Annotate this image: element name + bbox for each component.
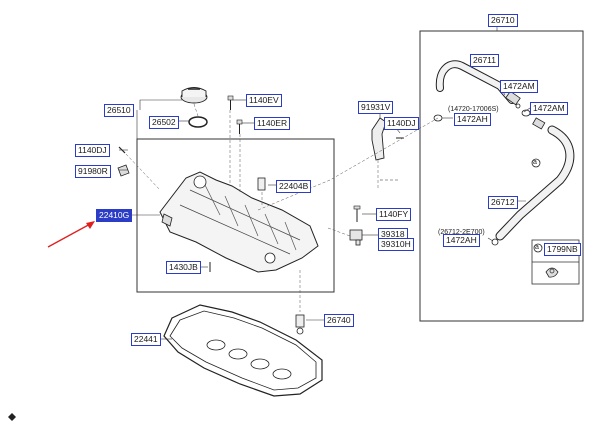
label-26510[interactable]: 26510 xyxy=(104,104,134,117)
label-1472am-right[interactable]: 1472AM xyxy=(530,102,568,115)
label-39310h[interactable]: 39310H xyxy=(378,238,414,251)
label-91931v[interactable]: 91931V xyxy=(358,101,394,114)
rocker-cover xyxy=(159,171,319,273)
label-26502[interactable]: 26502 xyxy=(149,116,179,129)
label-26710[interactable]: 26710 xyxy=(488,14,518,27)
oil-filler-cap xyxy=(180,87,208,104)
hose-clamp-lower xyxy=(491,238,499,246)
label-26712[interactable]: 26712 xyxy=(488,196,518,209)
label-22404b[interactable]: 22404B xyxy=(276,180,312,193)
circle-a-marker-inset xyxy=(533,243,543,253)
cap-gasket xyxy=(188,116,208,128)
cover-group-box xyxy=(136,138,335,293)
label-1472am-upper[interactable]: 1472AM xyxy=(500,80,538,93)
highlight-arrow xyxy=(47,221,95,248)
breather-hose-group-box xyxy=(419,30,584,322)
hose-fitting-upper xyxy=(505,90,521,109)
hose-clamp-right xyxy=(521,109,546,130)
label-26740[interactable]: 26740 xyxy=(324,314,354,327)
label-1799nb[interactable]: 1799NB xyxy=(544,243,581,256)
note-supersede-14720: (14720-17006S) xyxy=(448,106,499,113)
breather-hose-upper xyxy=(435,60,516,104)
sleeve-22404b xyxy=(257,177,266,191)
label-22410g-selected[interactable]: 22410G xyxy=(96,209,133,222)
label-22441[interactable]: 22441 xyxy=(131,333,161,346)
label-26711[interactable]: 26711 xyxy=(470,54,500,67)
label-1140fy[interactable]: 1140FY xyxy=(376,208,412,221)
note-supersede-26712: (26712-2E700) xyxy=(438,229,485,236)
corner-mark-icon xyxy=(8,413,16,421)
label-1140er[interactable]: 1140ER xyxy=(254,117,291,130)
bolt-1140ev xyxy=(227,95,234,110)
rocker-cover-gasket xyxy=(163,304,323,397)
label-1472ah-upper[interactable]: 1472AH xyxy=(454,113,491,126)
bracket-91931v xyxy=(371,117,387,161)
label-1140dj-right[interactable]: 1140DJ xyxy=(384,117,419,130)
label-1140ev[interactable]: 1140EV xyxy=(246,94,282,107)
bolt-1140er xyxy=(236,119,243,134)
circle-a-label: a xyxy=(533,159,537,166)
cam-sensor xyxy=(349,229,363,246)
label-1430jb[interactable]: 1430JB xyxy=(166,261,201,274)
clip-icon xyxy=(545,267,559,278)
circle-a-inset-label: a xyxy=(535,244,539,251)
label-1140dj-left[interactable]: 1140DJ xyxy=(75,144,110,157)
label-91980r[interactable]: 91980R xyxy=(75,165,111,178)
pcv-valve xyxy=(295,314,305,335)
breather-hose-lower xyxy=(495,125,575,241)
label-1472ah-lower[interactable]: 1472AH xyxy=(443,234,480,247)
circle-a-marker xyxy=(531,158,541,168)
